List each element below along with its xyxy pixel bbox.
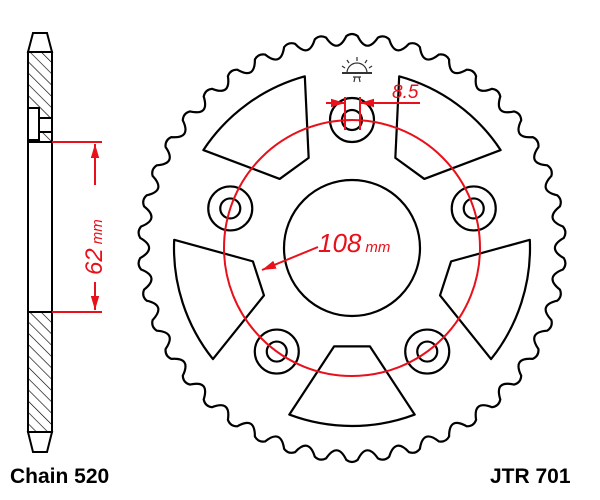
side-tooth-bottom (26, 431, 54, 453)
dimension-108mm (223, 119, 481, 377)
side-hub (27, 141, 53, 313)
bolt-hole (253, 328, 300, 375)
side-hatch-bottom (27, 311, 53, 433)
bolt-hole (328, 96, 376, 144)
bolt-hole (265, 340, 288, 363)
side-tooth-top (26, 32, 54, 53)
bolt-hole (404, 328, 451, 375)
part-number-label: JTR 701 (490, 465, 571, 488)
sprocket-teeth-outline (137, 32, 567, 464)
dim-8-5-label: 8.5 (392, 82, 419, 103)
center-bore (282, 178, 422, 318)
bolt-hole (219, 197, 242, 220)
side-view (26, 32, 54, 453)
lightening-windows (172, 75, 532, 428)
lightening-window (438, 238, 532, 361)
bolt-hole (462, 197, 485, 220)
lightening-window (394, 75, 502, 181)
bolt-hole (416, 340, 439, 363)
side-recess (27, 107, 40, 141)
sun-logo-icon (341, 57, 373, 83)
dimension-8-5 (326, 97, 420, 130)
bolt-circle (223, 119, 481, 377)
lightening-window (172, 238, 266, 361)
lightening-window (288, 345, 416, 428)
dimension-62mm (52, 141, 102, 313)
bolt-hole (207, 185, 254, 232)
chain-size-label: Chain 520 (10, 465, 110, 488)
dim-62-label: 62mm (81, 219, 108, 275)
sprocket-front-view (137, 32, 567, 464)
bolt-hole (450, 185, 497, 232)
lightening-window (202, 75, 310, 181)
